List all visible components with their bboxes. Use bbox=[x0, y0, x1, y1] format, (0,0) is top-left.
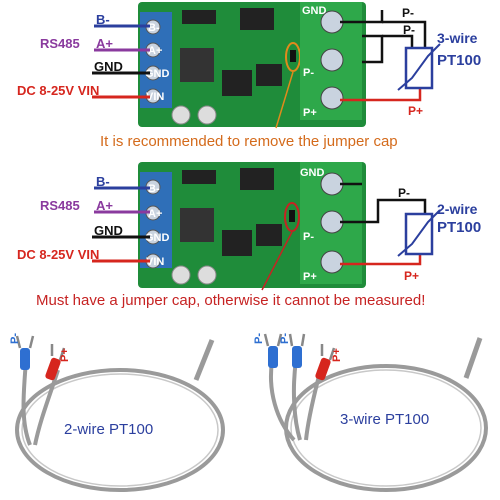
bottom-ic-3 bbox=[222, 230, 252, 256]
top-label-pminus-2: P- bbox=[403, 23, 415, 37]
top-jumper-pointer bbox=[275, 71, 294, 129]
bottom-pt100-arrow bbox=[397, 209, 441, 257]
top-pt100-arrow bbox=[397, 43, 441, 91]
bottom-label-gnd: GND bbox=[94, 223, 123, 238]
right-probe-lead-1 bbox=[269, 361, 296, 442]
right-probe-photo: P- P- P+ 3-wire PT100 bbox=[253, 333, 488, 492]
bottom-pcb-label-rgnd: GND bbox=[300, 167, 325, 179]
bottom-label-rs485: RS485 bbox=[40, 198, 80, 213]
top-sensor-label-2: PT100 bbox=[437, 52, 481, 69]
bottom-probe-wire-minus bbox=[340, 198, 427, 224]
top-probe-wire-2 bbox=[362, 34, 384, 64]
bottom-label-pplus: P+ bbox=[404, 269, 419, 283]
top-regulator bbox=[180, 48, 214, 82]
bottom-label-a: A+ bbox=[96, 198, 113, 213]
top-probe-wire-4 bbox=[382, 34, 414, 48]
bottom-pcb-label-a: A+ bbox=[148, 208, 162, 220]
top-pcb-label-rgnd: GND bbox=[302, 5, 327, 17]
right-lug-red bbox=[315, 357, 331, 381]
left-lug-blue bbox=[20, 348, 30, 370]
right-lug-fork-2 bbox=[288, 333, 306, 347]
bottom-note: Must have a jumper cap, otherwise it can… bbox=[36, 292, 425, 309]
right-lug-label-plus: P+ bbox=[331, 348, 343, 362]
bottom-label-pminus: P- bbox=[398, 186, 410, 200]
right-probe-tip bbox=[463, 337, 483, 379]
top-ic-1 bbox=[182, 10, 216, 24]
bottom-jumper-highlight bbox=[284, 202, 300, 232]
bottom-pcb-label-rpplus: P+ bbox=[303, 271, 317, 283]
bottom-pcb-label-vin: VIN bbox=[146, 256, 164, 268]
top-board: B- A+ GND VIN GND P- P+ B- A+ RS485 GND … bbox=[17, 2, 481, 150]
bottom-probe-wire-plus bbox=[340, 252, 422, 266]
left-lug-red bbox=[45, 357, 61, 381]
top-screw-r2 bbox=[320, 48, 344, 72]
right-lug-label-minus-a: P- bbox=[253, 333, 265, 344]
left-probe-lead-2 bbox=[33, 369, 60, 446]
bottom-capacitor-1 bbox=[171, 265, 191, 285]
top-ic-2 bbox=[240, 8, 274, 30]
bottom-sensor-label-1: 2-wire bbox=[437, 201, 478, 217]
top-ic-4 bbox=[256, 64, 282, 86]
top-label-pplus: P+ bbox=[408, 104, 423, 118]
top-pcb-label-rpplus: P+ bbox=[303, 107, 317, 119]
left-lug-fork-2 bbox=[50, 344, 66, 361]
top-pcb-label-b: B- bbox=[148, 22, 160, 34]
bottom-board: B- A+ GND VIN GND P- P+ B- A+ RS485 GND … bbox=[17, 162, 481, 309]
right-lug-label-minus-b: P- bbox=[279, 333, 291, 344]
left-probe-cable-loop-inner bbox=[21, 373, 219, 487]
top-capacitor-1 bbox=[171, 105, 191, 125]
bottom-pcb-label-rpminus: P- bbox=[303, 231, 314, 243]
top-sensor-label-1: 3-wire bbox=[437, 30, 478, 46]
left-probe-photo: P- P+ 2-wire PT100 bbox=[9, 333, 225, 492]
top-pcb-label-vin: VIN bbox=[146, 91, 164, 103]
right-lug-blue-2 bbox=[292, 346, 302, 368]
bottom-ic-4 bbox=[256, 224, 282, 246]
left-lug-label-minus: P- bbox=[9, 333, 21, 344]
top-pcb-label-a: A+ bbox=[148, 45, 162, 57]
right-lug-blue-1 bbox=[268, 346, 278, 368]
top-probe-wire-plus bbox=[340, 86, 422, 102]
bottom-pcb-label-b: B- bbox=[148, 183, 160, 195]
top-probe-wire-3 bbox=[382, 20, 427, 48]
right-probe-lead-2 bbox=[291, 359, 302, 441]
bottom-capacitor-2 bbox=[197, 265, 217, 285]
right-caption: 3-wire PT100 bbox=[340, 411, 429, 428]
bottom-ic-2 bbox=[240, 168, 274, 190]
top-pcb-label-gnd: GND bbox=[145, 68, 170, 80]
bottom-regulator bbox=[180, 208, 214, 242]
top-screw-r3 bbox=[320, 86, 344, 110]
top-ic-3 bbox=[222, 70, 252, 96]
right-lug-fork-1 bbox=[263, 333, 283, 347]
top-label-a: A+ bbox=[96, 36, 113, 51]
bottom-jumper-pointer bbox=[261, 231, 293, 291]
top-jumper bbox=[290, 50, 296, 62]
top-pcb-label-rpminus: P- bbox=[303, 67, 314, 79]
right-probe-cable-loop-inner bbox=[290, 369, 482, 487]
bottom-pcb-label-gnd: GND bbox=[145, 232, 170, 244]
right-lug-fork-3 bbox=[320, 344, 336, 361]
bottom-label-b: B- bbox=[96, 174, 110, 189]
left-probe-cable-loop bbox=[15, 368, 225, 492]
top-capacitor-2 bbox=[197, 105, 217, 125]
bottom-ic-1 bbox=[182, 170, 216, 184]
top-note: It is recommended to remove the jumper c… bbox=[100, 133, 398, 150]
right-probe-lead-3 bbox=[304, 371, 322, 441]
left-lug-label-plus: P+ bbox=[59, 348, 71, 362]
top-label-rs485: RS485 bbox=[40, 36, 80, 51]
left-caption: 2-wire PT100 bbox=[64, 421, 153, 438]
bottom-label-vin: DC 8-25V VIN bbox=[17, 247, 99, 262]
bottom-screw-r2 bbox=[320, 210, 344, 234]
bottom-sensor-label-2: PT100 bbox=[437, 219, 481, 236]
left-lug-fork-1 bbox=[15, 335, 35, 349]
top-label-pminus-1: P- bbox=[402, 6, 414, 20]
top-label-gnd: GND bbox=[94, 59, 123, 74]
bottom-screw-r3 bbox=[320, 250, 344, 274]
top-label-b: B- bbox=[96, 12, 110, 27]
left-probe-tip bbox=[193, 339, 215, 381]
bottom-jumper bbox=[289, 210, 295, 222]
top-label-vin: DC 8-25V VIN bbox=[17, 83, 99, 98]
